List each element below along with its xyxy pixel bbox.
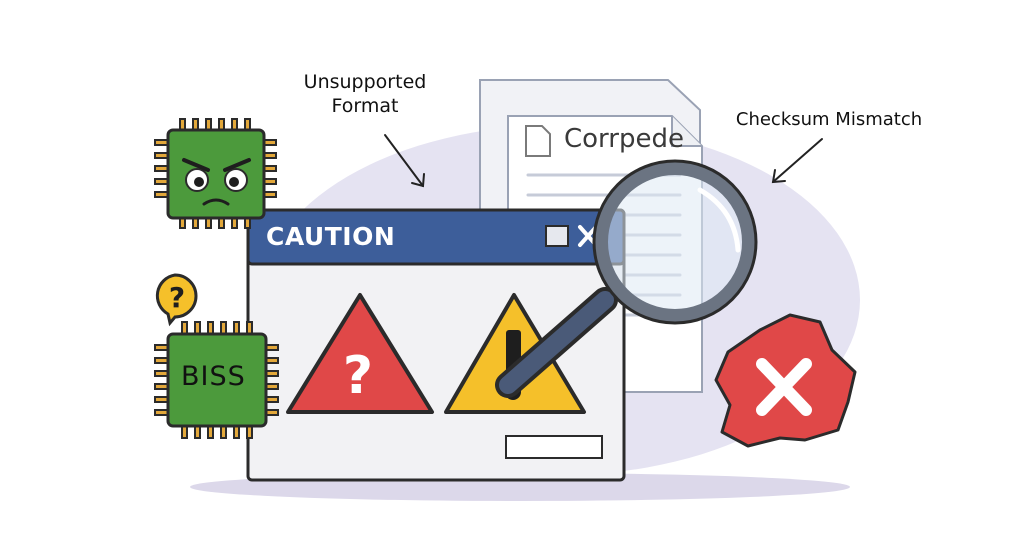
- document-title: Corrpede: [564, 124, 684, 154]
- svg-text:?: ?: [169, 281, 185, 314]
- question-bubble-icon: ?: [155, 273, 198, 327]
- question-warning-icon: ?: [286, 293, 434, 414]
- bios-chip-label: BISS: [181, 361, 246, 392]
- bios-chip-icon: [154, 321, 279, 439]
- arrow-unsupported: [384, 134, 425, 188]
- checksum-mismatch-label: Checksum Mismatch: [735, 109, 923, 130]
- unsupported-format-line2: Format: [331, 95, 399, 117]
- unsupported-format-line1: Unsupported: [303, 71, 427, 93]
- arrow-checksum: [771, 138, 823, 184]
- unsupported-format-label: Unsupported Format: [290, 70, 440, 118]
- dialog-title: CAUTION: [266, 222, 396, 251]
- angry-chip-icon: [154, 118, 277, 229]
- magnifier-icon: [495, 159, 758, 398]
- svg-text:?: ?: [343, 346, 373, 406]
- dialog-button[interactable]: [505, 435, 603, 459]
- maximize-icon[interactable]: [545, 225, 569, 247]
- error-x-badge-icon: [714, 313, 857, 448]
